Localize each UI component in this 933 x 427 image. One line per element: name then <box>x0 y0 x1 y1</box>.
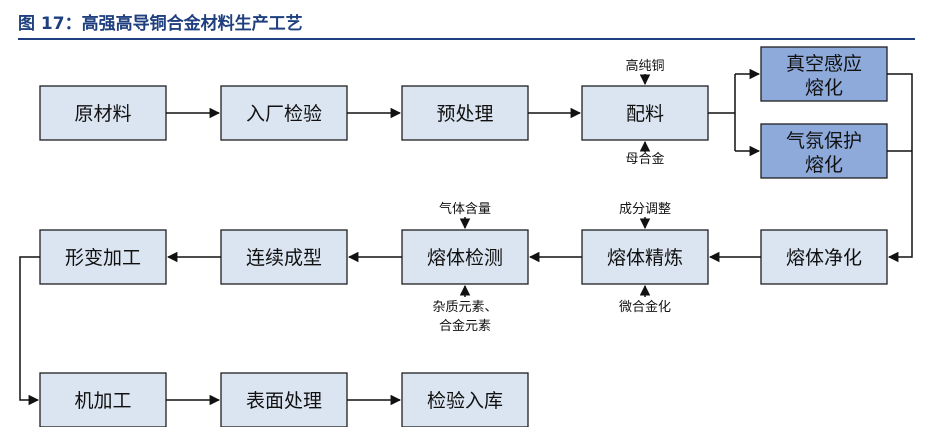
box-melt-inspection: 熔体检测 <box>401 229 529 285</box>
anno-gas-content: 气体含量 <box>439 201 491 217</box>
box-inspection-storage: 检验入库 <box>401 372 529 427</box>
box-melt-inspection-label: 熔体检测 <box>427 247 503 269</box>
box-continuous-casting-label: 连续成型 <box>246 247 322 269</box>
box-machining: 机加工 <box>39 372 167 427</box>
box-pretreatment: 预处理 <box>401 85 529 141</box>
box-deformation-processing: 形变加工 <box>39 229 167 285</box>
box-surface-treatment: 表面处理 <box>220 372 348 427</box>
anno-composition-adjust: 成分调整 <box>619 202 671 217</box>
box-batching-label: 配料 <box>626 103 664 125</box>
box-melt-purification: 熔体净化 <box>760 229 888 285</box>
box-incoming-inspection: 入厂检验 <box>220 85 348 141</box>
box-surface-treatment-label: 表面处理 <box>246 390 322 412</box>
box-deformation-processing-label: 形变加工 <box>65 247 141 269</box>
anno-micro-alloying: 微合金化 <box>619 299 671 315</box>
box-vacuum-induction-melting-line1: 真空感应 <box>786 53 862 75</box>
title-rule <box>18 38 915 40</box>
box-vacuum-induction-melting-line2: 熔化 <box>805 77 843 99</box>
box-raw-material-label: 原材料 <box>74 103 131 125</box>
box-pretreatment-label: 预处理 <box>436 103 493 125</box>
box-raw-material: 原材料 <box>39 85 167 141</box>
box-continuous-casting: 连续成型 <box>220 229 348 285</box>
figure-title: 图 17：高强高导铜合金材料生产工艺 <box>18 14 303 34</box>
arrow-melting-to-purification <box>887 73 913 263</box>
box-melt-purification-label: 熔体净化 <box>786 247 862 269</box>
box-vacuum-induction-melting: 真空感应 熔化 <box>760 46 888 102</box>
box-incoming-inspection-label: 入厂检验 <box>246 103 322 125</box>
anno-impurity-elements-line2: 合金元素 <box>439 318 491 334</box>
anno-high-purity-copper: 高纯铜 <box>625 58 664 74</box>
box-argon-protected-melting: 气氛保护 熔化 <box>760 123 888 179</box>
box-machining-label: 机加工 <box>74 390 131 412</box>
box-melt-refining: 熔体精炼 <box>581 229 709 285</box>
anno-master-alloy: 母合金 <box>625 151 664 167</box>
arrow-deformation-to-machining <box>19 256 40 406</box>
box-argon-protected-melting-line2: 熔化 <box>805 154 843 176</box>
box-batching: 配料 <box>581 85 709 141</box>
box-argon-protected-melting-line1: 气氛保护 <box>786 130 862 152</box>
box-inspection-storage-label: 检验入库 <box>427 390 503 412</box>
anno-impurity-elements-line1: 杂质元素、 <box>432 300 497 315</box>
box-melt-refining-label: 熔体精炼 <box>607 247 683 269</box>
